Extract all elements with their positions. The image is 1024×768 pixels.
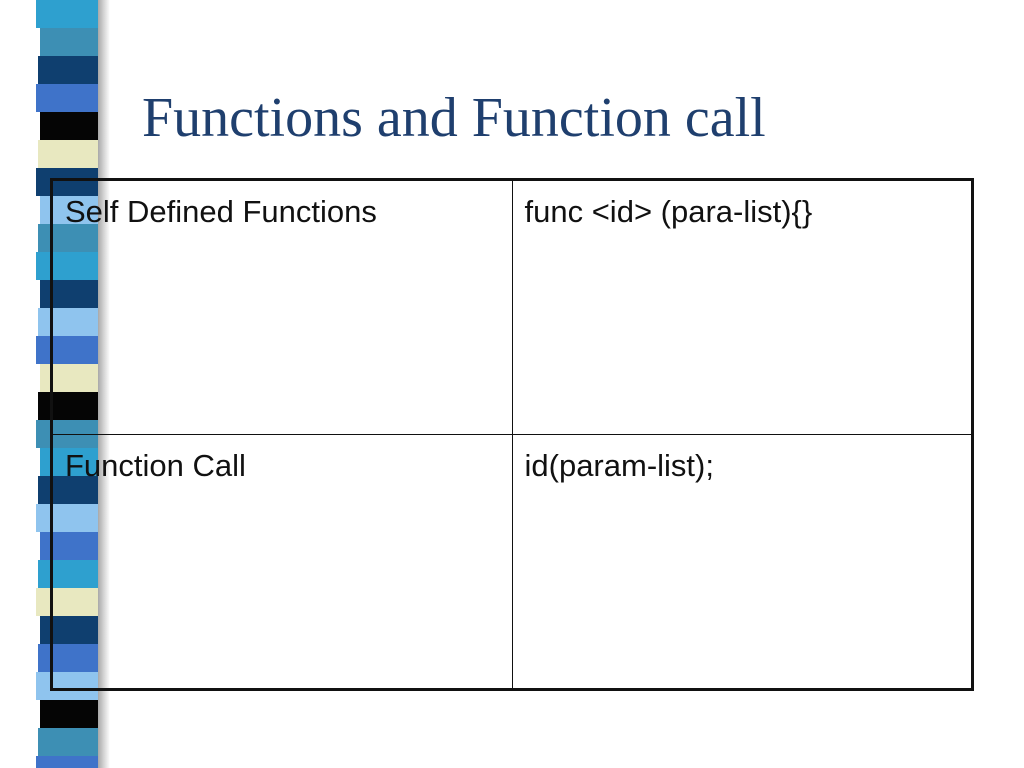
syntax-table: Self Defined Functions func <id> (para-l…	[50, 178, 974, 691]
strip-segment	[36, 84, 98, 112]
strip-segment	[38, 728, 98, 756]
row-syntax-cell: func <id> (para-list){}	[511, 179, 973, 435]
strip-segment	[36, 0, 98, 28]
slide-title: Functions and Function call	[142, 87, 766, 149]
strip-segment	[38, 56, 98, 84]
strip-segment	[38, 140, 98, 168]
row-syntax-cell: id(param-list);	[511, 434, 973, 690]
table-row: Function Call id(param-list);	[51, 434, 973, 690]
row-label-cell: Function Call	[51, 434, 513, 690]
strip-segment	[36, 756, 98, 768]
strip-segment	[40, 28, 98, 56]
strip-segment	[40, 112, 98, 140]
strip-segment	[40, 700, 98, 728]
table-row: Self Defined Functions func <id> (para-l…	[51, 179, 973, 435]
row-label-cell: Self Defined Functions	[51, 179, 513, 435]
